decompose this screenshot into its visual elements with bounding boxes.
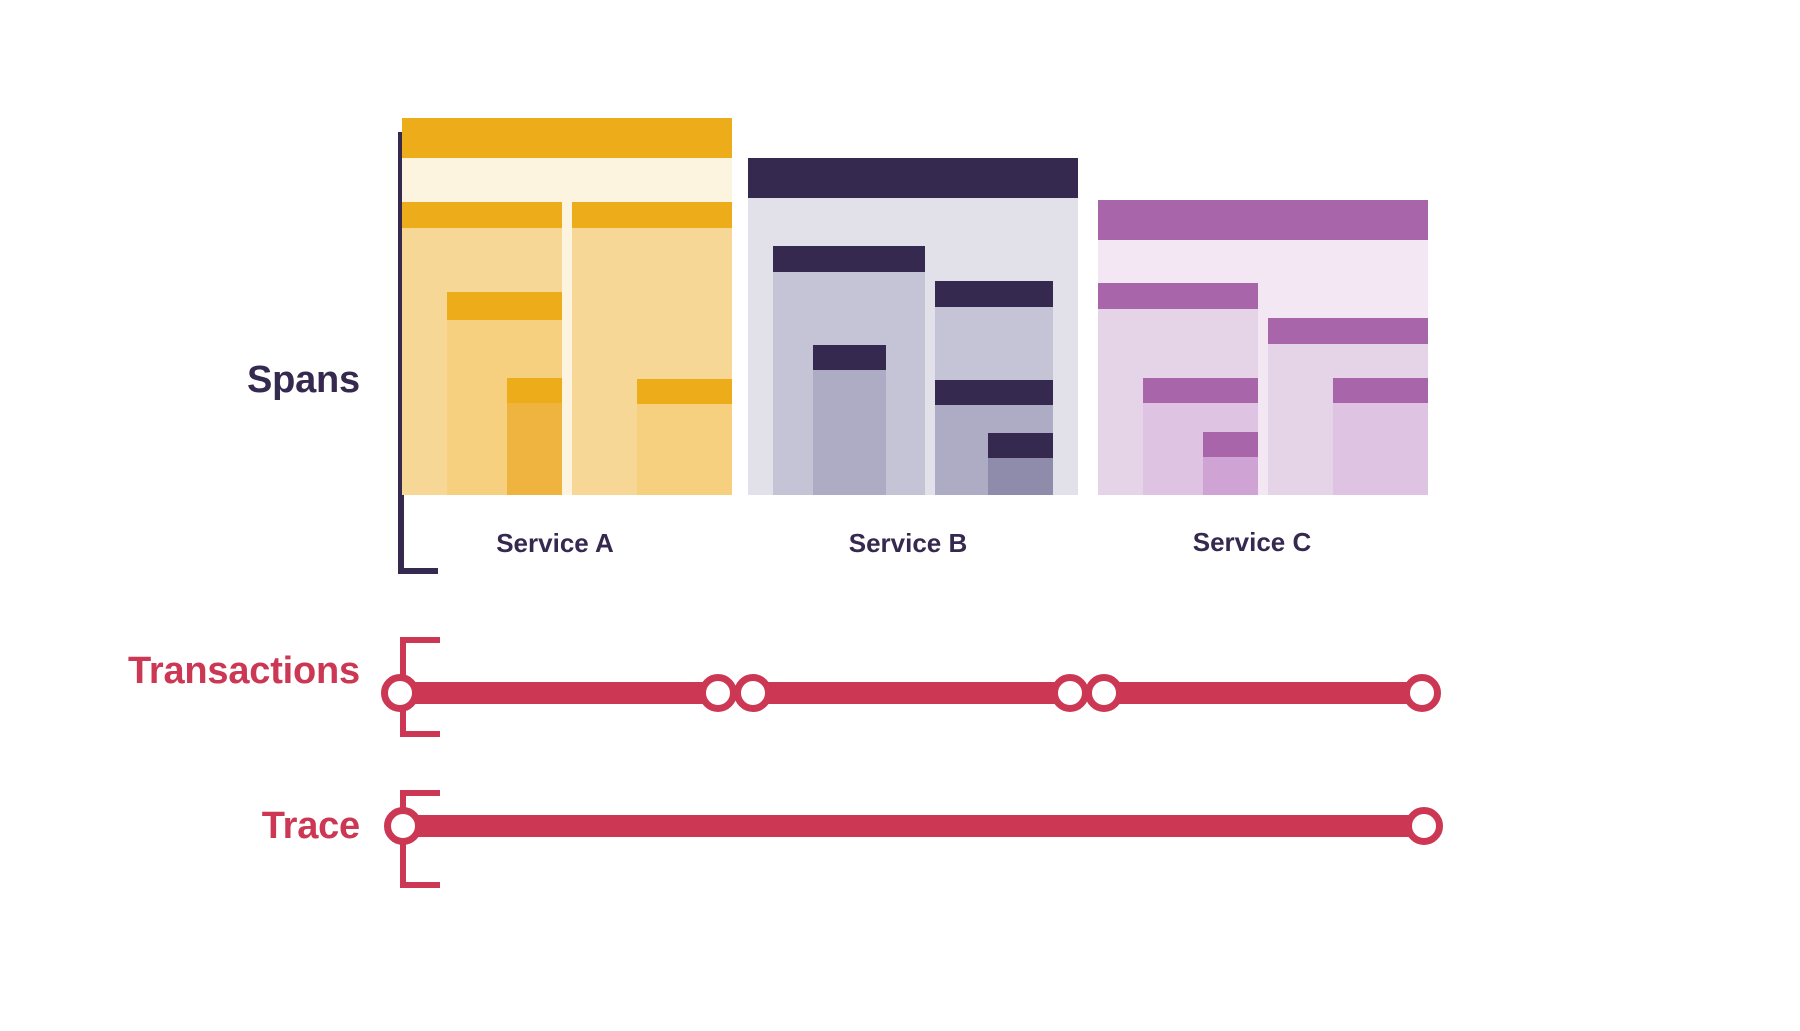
root-span-b-head [748, 158, 1078, 198]
grandchild-span-a3-head [637, 379, 732, 404]
child-span-b1-head [773, 246, 925, 272]
service-caption-service-c: Service C [1192, 527, 1312, 557]
transaction-segment-a[interactable] [400, 682, 731, 704]
transaction-segment-c-end-dot[interactable] [1403, 674, 1441, 712]
service-caption-service-b: Service B [848, 528, 968, 558]
grandchild-span-b1 [813, 345, 886, 495]
transaction-segment-a-start-dot[interactable] [381, 674, 419, 712]
grandchild-span-c2-head [1333, 378, 1428, 403]
grandchild-span-b3-head [988, 433, 1053, 458]
grandchild-span-b1-head [813, 345, 886, 370]
grandchild-span-a2-head [507, 378, 562, 403]
root-span-c-head [1098, 200, 1428, 240]
child-span-a2-head [572, 202, 732, 228]
grandchild-span-a3 [637, 379, 732, 495]
service-caption-service-a: Service A [496, 528, 614, 558]
transaction-segment-c-start-dot[interactable] [1085, 674, 1123, 712]
grandchild-span-b2-head [935, 380, 1053, 405]
grandchild-span-c3-head [1203, 432, 1258, 457]
grandchild-span-c2 [1333, 378, 1428, 495]
row-label-spans: Spans [246, 359, 360, 401]
child-span-a1-head [402, 202, 562, 228]
grandchild-span-a1-head [447, 292, 562, 320]
grandchild-span-a2 [507, 378, 562, 495]
child-span-b2-head [935, 281, 1053, 307]
transaction-segment-b-start-dot[interactable] [734, 674, 772, 712]
grandchild-span-b3 [988, 433, 1053, 495]
transaction-segment-c[interactable] [1090, 682, 1437, 704]
grandchild-span-c1-head [1143, 378, 1258, 403]
transaction-segment-b-end-dot[interactable] [1051, 674, 1089, 712]
trace-end-dot[interactable] [1405, 807, 1443, 845]
trace-bar[interactable] [400, 815, 1437, 837]
row-label-trace: Trace [261, 805, 361, 847]
spans-area [402, 118, 1428, 495]
row-label-transactions: Transactions [127, 650, 360, 692]
trace-start-dot[interactable] [384, 807, 422, 845]
grandchild-span-c3 [1203, 432, 1258, 495]
child-span-c1-head [1098, 283, 1258, 309]
transaction-segment-a-end-dot[interactable] [699, 674, 737, 712]
transaction-segment-b[interactable] [738, 682, 1085, 704]
child-span-c2-head [1268, 318, 1428, 344]
root-span-a-head [402, 118, 732, 158]
